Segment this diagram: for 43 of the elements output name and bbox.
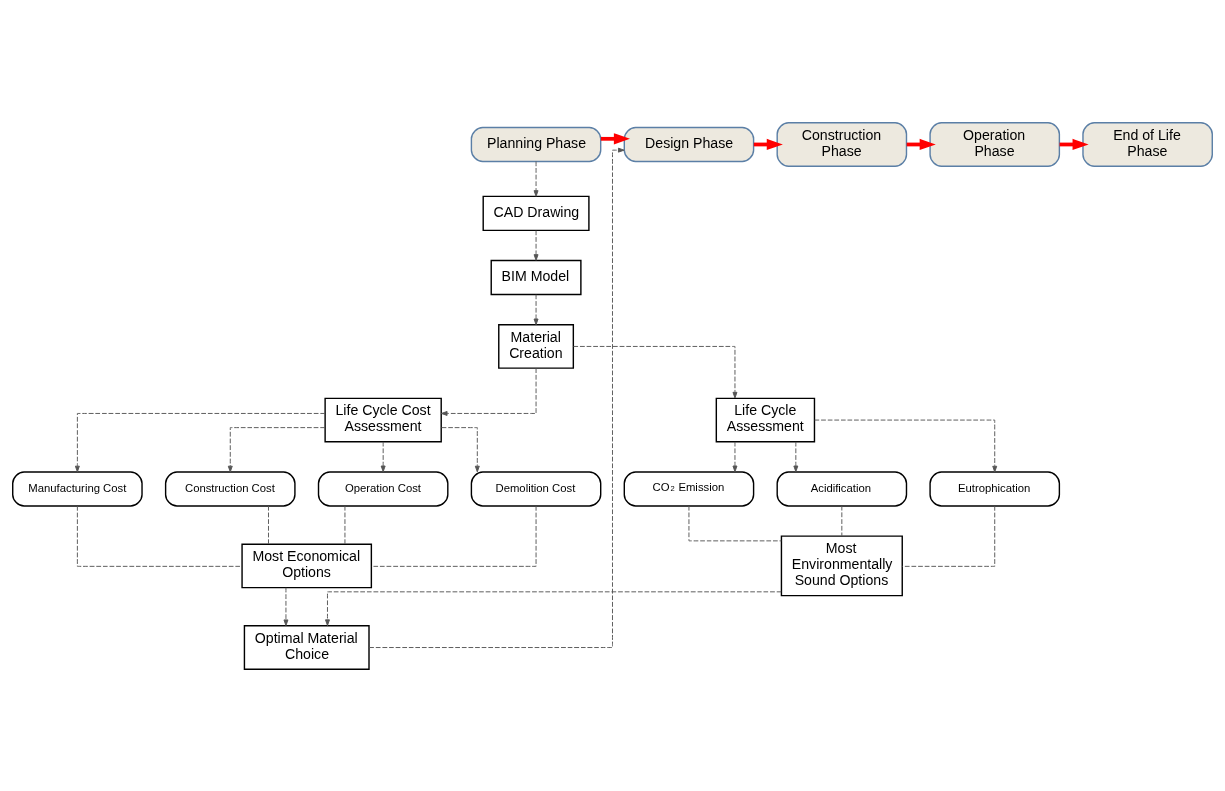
- node-box: Construction Phase: [776, 121, 908, 167]
- arrow: [440, 367, 537, 416]
- node-box: Material Creation: [498, 323, 575, 369]
- arrow: [440, 426, 480, 472]
- connector: [76, 505, 243, 567]
- connector: [901, 505, 996, 567]
- arrow: [380, 440, 386, 472]
- arrow: [573, 345, 738, 398]
- arrow: [325, 590, 782, 626]
- arrow: [368, 147, 625, 648]
- connector: [344, 505, 346, 545]
- node-box: CO2 Emission: [623, 470, 755, 507]
- node-box: Operation Cost: [317, 470, 449, 507]
- connector: [268, 505, 269, 545]
- arrow: [74, 412, 326, 472]
- arrow: [814, 419, 998, 472]
- node-box: Manufacturing Cost: [12, 470, 143, 507]
- node-box: Planning Phase: [470, 126, 602, 162]
- arrow: [533, 160, 539, 197]
- node-box: Design Phase: [623, 126, 755, 162]
- node-box: Life Cycle Cost Assessment: [324, 397, 442, 442]
- node-box: Construction Cost: [164, 470, 296, 507]
- arrow: [227, 426, 326, 472]
- connector: [841, 505, 843, 536]
- arrow: [533, 293, 539, 325]
- connector: [371, 505, 537, 567]
- node-box: Demolition Cost: [470, 470, 602, 507]
- arrow: [732, 440, 738, 472]
- node-box: Life Cycle Assessment: [715, 397, 816, 442]
- arrow: [600, 132, 630, 144]
- node-box: Most Economical Options: [241, 542, 373, 588]
- node-box: Optimal Material Choice: [243, 624, 370, 670]
- node-box: End of Life Phase: [1082, 121, 1213, 167]
- node-box: Acidification: [776, 470, 908, 507]
- connector: [688, 505, 782, 541]
- node-box: Most Environmentally Sound Options: [780, 534, 903, 596]
- node-box: Operation Phase: [929, 121, 1061, 167]
- arrow: [793, 440, 799, 472]
- node-box: Eutrophication: [929, 470, 1061, 507]
- arrow: [533, 229, 539, 261]
- node-box: CAD Drawing: [482, 195, 590, 231]
- node-box: BIM Model: [490, 259, 582, 295]
- arrow: [283, 586, 289, 626]
